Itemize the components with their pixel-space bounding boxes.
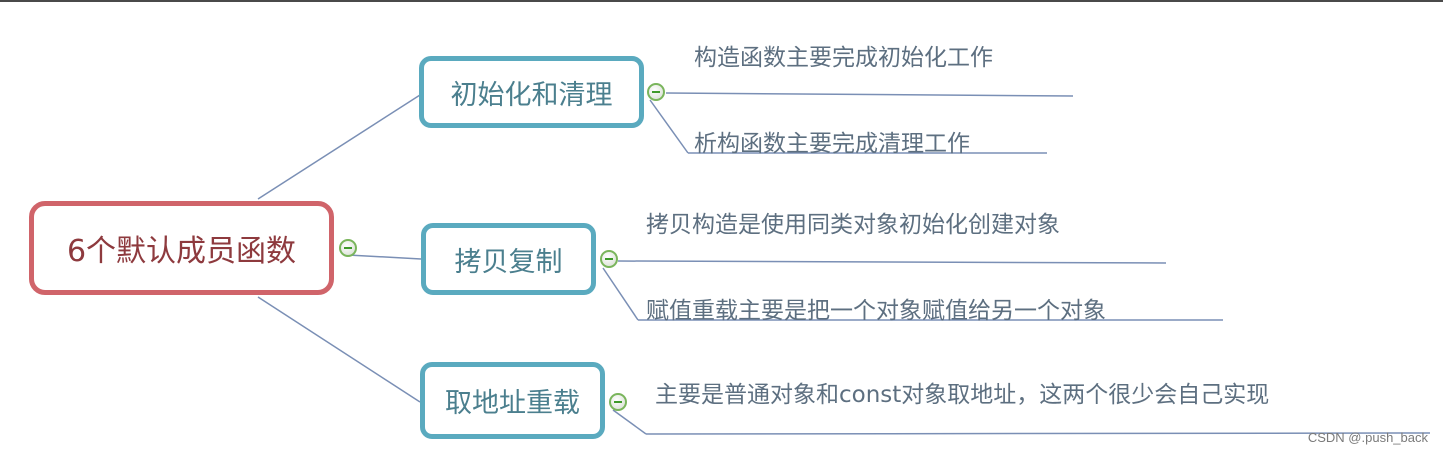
branch-label: 初始化和清理: [450, 79, 613, 111]
collapse-toggle-branch-3[interactable]: [609, 393, 627, 411]
root-node[interactable]: 6个默认成员函数: [29, 201, 334, 295]
leaf-node[interactable]: 赋值重载主要是把一个对象赋值给另一个对象: [646, 298, 1106, 324]
branch-node-copy[interactable]: 拷贝复制: [421, 223, 596, 295]
watermark: CSDN @.push_back: [1307, 430, 1428, 445]
leaf-node[interactable]: 拷贝构造是使用同类对象初始化创建对象: [646, 212, 1060, 238]
collapse-toggle-branch-2[interactable]: [600, 250, 618, 268]
leaf-node[interactable]: 主要是普通对象和const对象取地址，这两个很少会自己实现: [655, 382, 1270, 408]
collapse-toggle-root[interactable]: [339, 239, 357, 257]
leaf-node[interactable]: 析构函数主要完成清理工作: [694, 131, 970, 157]
root-label: 6个默认成员函数: [66, 234, 297, 269]
branch-label: 取地址重载: [445, 388, 580, 419]
branch-node-init-cleanup[interactable]: 初始化和清理: [419, 56, 644, 128]
collapse-toggle-branch-1[interactable]: [647, 83, 665, 101]
leaf-node[interactable]: 构造函数主要完成初始化工作: [694, 45, 993, 71]
branch-label: 拷贝复制: [454, 246, 563, 278]
branch-node-address-overload[interactable]: 取地址重载: [420, 362, 605, 439]
top-border: [0, 0, 1443, 2]
